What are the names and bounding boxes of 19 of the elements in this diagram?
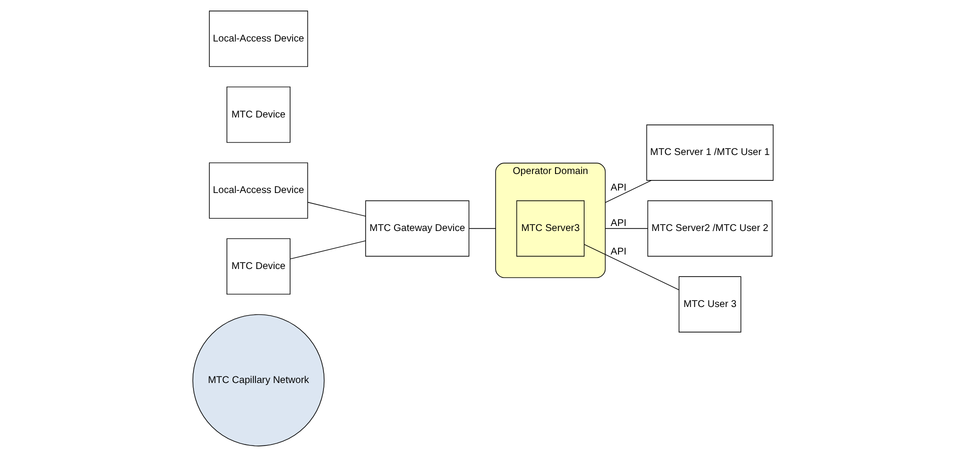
connector xyxy=(604,228,648,229)
connector xyxy=(289,240,366,260)
node-circle: MTC Capillary Network xyxy=(192,314,324,446)
edge-label: API xyxy=(610,218,626,229)
connector xyxy=(604,180,652,203)
node-box: MTC User 3 xyxy=(678,276,741,332)
node-box: MTC Server3 xyxy=(516,200,584,257)
node-box: MTC Server 1 /MTC User 1 xyxy=(646,124,774,181)
node-box: Local-Access Device xyxy=(208,10,308,67)
node-box: Local-Access Device xyxy=(208,162,308,219)
edge-label: API xyxy=(610,246,626,258)
node-box: MTC Server2 /MTC User 2 xyxy=(646,200,772,257)
connector xyxy=(583,244,679,290)
node-box: MTC Device xyxy=(226,86,290,143)
node-box: MTC Device xyxy=(226,238,290,295)
node-box: MTC Gateway Device xyxy=(364,200,469,257)
connector xyxy=(306,202,366,217)
connector xyxy=(468,228,496,229)
edge-label: API xyxy=(610,182,626,194)
